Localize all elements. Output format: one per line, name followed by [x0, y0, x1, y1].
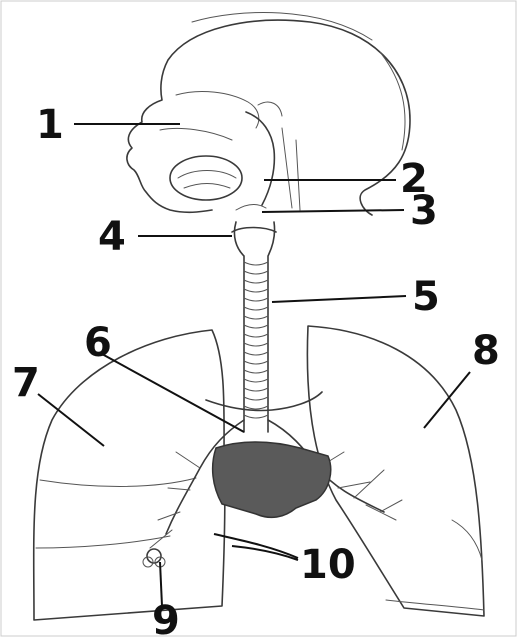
- label-8: 8: [472, 328, 500, 374]
- label-4: 4: [98, 214, 126, 260]
- label-5: 5: [412, 274, 440, 320]
- label-9: 9: [152, 598, 180, 637]
- label-3: 3: [410, 188, 438, 234]
- label-6: 6: [84, 320, 112, 366]
- label-1: 1: [36, 102, 64, 148]
- label-7: 7: [12, 360, 40, 406]
- label-10: 10: [300, 542, 356, 588]
